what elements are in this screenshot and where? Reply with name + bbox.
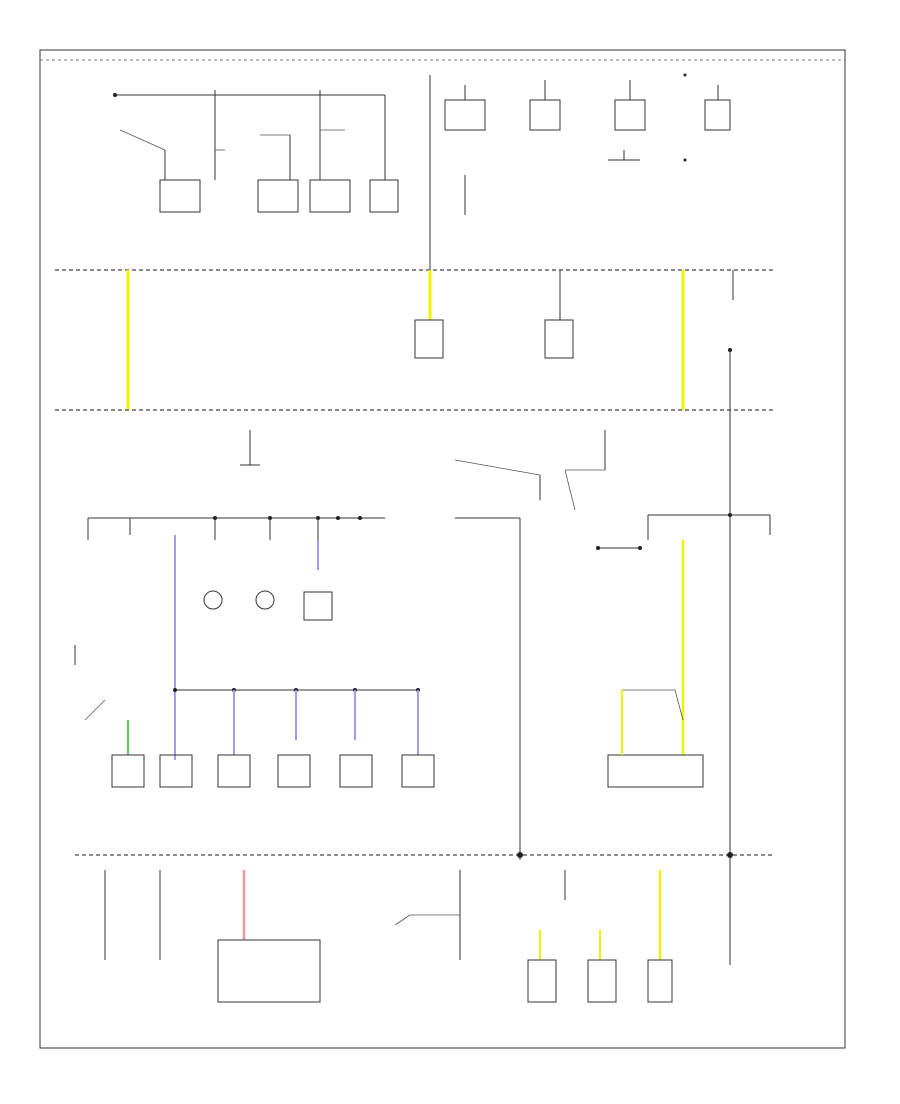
relay-box-2 (529, 99, 561, 131)
component-box-3 (217, 754, 251, 788)
large-control-module-box (607, 754, 704, 788)
bottom-module-3 (647, 959, 673, 1003)
component-box-4 (277, 754, 311, 788)
bottom-fuse-box (217, 939, 321, 1003)
relay-control-module-box (159, 179, 201, 213)
lamp-icon-1 (203, 590, 223, 610)
low-beam-lamp-2-box (309, 179, 351, 213)
top-left-switch-group (113, 90, 399, 213)
diagram-frame (39, 49, 846, 1049)
center-module-box (414, 319, 444, 359)
mid-module-box (544, 319, 574, 359)
switch-box-1 (303, 591, 333, 621)
relay-box-4 (704, 99, 731, 131)
fuse-bus-group (87, 430, 771, 860)
top-right-relay-group (444, 73, 731, 215)
component-box-2 (159, 754, 193, 788)
bottom-module-2 (587, 959, 617, 1003)
relay-box-1 (444, 99, 486, 131)
lamp-icon-2 (255, 590, 275, 610)
bottom-row-group (104, 870, 673, 1003)
low-beam-lamp-box (257, 179, 299, 213)
component-box-6 (401, 754, 435, 788)
relay-box-3 (614, 99, 646, 131)
component-box-5 (339, 754, 373, 788)
bottom-module-1 (527, 959, 557, 1003)
component-box-1 (111, 754, 145, 788)
tail-lamp-box (369, 179, 399, 213)
